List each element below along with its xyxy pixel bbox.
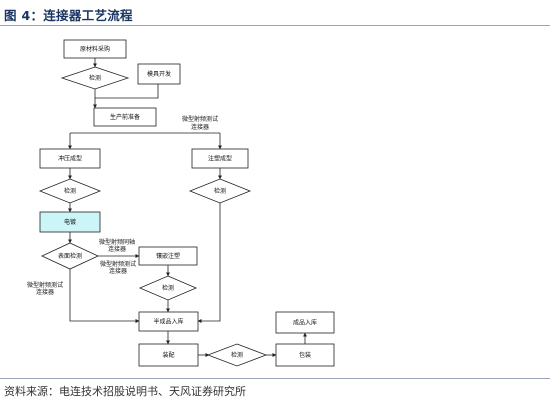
node-pre-production: 生产前准备 bbox=[93, 107, 157, 127]
node-inspect-insert: 检测 bbox=[138, 275, 198, 301]
note-rf-test-3-line-2: 连接器 bbox=[36, 288, 54, 296]
node-insert-molding: 镶嵌注塑 bbox=[138, 246, 198, 266]
node-insert-molding-label: 镶嵌注塑 bbox=[156, 252, 180, 260]
note-rf-coax-connector: 微型射频同轴 连接器 bbox=[99, 238, 135, 253]
node-semi-finished-stock-label: 半成品入库 bbox=[153, 318, 183, 326]
node-injection-molding-label: 注塑成型 bbox=[208, 155, 232, 163]
node-inspect-stamping-label: 检测 bbox=[64, 187, 76, 195]
node-plating: 电镀 bbox=[39, 211, 101, 233]
note-rf-test-line-2: 连接器 bbox=[191, 123, 209, 131]
node-pre-production-label: 生产前准备 bbox=[110, 113, 140, 121]
node-inspect-stamping: 检测 bbox=[38, 178, 102, 204]
node-inspect-1-label: 检测 bbox=[89, 74, 101, 82]
node-finished-stock: 成品入库 bbox=[275, 311, 335, 334]
note-rf-coax-line-1: 微型射频同轴 bbox=[99, 238, 135, 246]
note-rf-test-connector-2: 微型射频测试 连接器 bbox=[100, 260, 136, 275]
source-note: 资料来源：电连技术招股说明书、天风证券研究所 bbox=[4, 385, 246, 398]
node-assembly-label: 装配 bbox=[162, 351, 174, 359]
note-rf-test-2-line-1: 微型射频测试 bbox=[100, 260, 136, 268]
node-semi-finished-stock: 半成品入库 bbox=[138, 311, 199, 332]
node-inspect-final-label: 检测 bbox=[231, 351, 243, 359]
node-packaging: 包装 bbox=[275, 343, 335, 367]
note-rf-test-connector-3: 微型射频测试 连接器 bbox=[27, 281, 63, 296]
node-finished-stock-label: 成品入库 bbox=[293, 319, 317, 327]
node-plating-label: 电镀 bbox=[64, 218, 76, 226]
node-inspect-1: 检测 bbox=[60, 66, 130, 90]
node-stamping-label: 冲压成型 bbox=[58, 155, 82, 163]
node-inspect-final: 检测 bbox=[206, 343, 268, 367]
node-surface-inspection: 表面检测 bbox=[41, 242, 99, 270]
flow-connectors bbox=[68, 58, 307, 357]
node-raw-material: 原材料采购 bbox=[63, 39, 127, 59]
figure-title: 图 4：连接器工艺流程 bbox=[4, 8, 133, 23]
node-inspect-injection: 检测 bbox=[188, 178, 252, 204]
node-mold-development: 模具开发 bbox=[137, 63, 181, 85]
node-injection-molding: 注塑成型 bbox=[191, 148, 249, 169]
node-assembly: 装配 bbox=[138, 343, 199, 367]
node-inspect-insert-label: 检测 bbox=[162, 284, 174, 292]
node-packaging-label: 包装 bbox=[299, 351, 311, 359]
note-rf-test-3-line-1: 微型射频测试 bbox=[27, 281, 63, 289]
note-rf-test-2-line-2: 连接器 bbox=[109, 267, 127, 275]
note-rf-coax-line-2: 连接器 bbox=[108, 245, 126, 253]
note-rf-test-line-1: 微型射频测试 bbox=[182, 115, 218, 123]
note-rf-test-connector: 微型射频测试 连接器 bbox=[182, 115, 218, 131]
node-surface-inspection-label: 表面检测 bbox=[58, 252, 82, 260]
node-mold-development-label: 模具开发 bbox=[147, 70, 171, 78]
node-inspect-injection-label: 检测 bbox=[214, 187, 226, 195]
node-stamping: 冲压成型 bbox=[39, 148, 101, 169]
top-divider bbox=[0, 25, 550, 26]
node-raw-material-label: 原材料采购 bbox=[80, 45, 110, 53]
bottom-divider bbox=[0, 378, 550, 379]
